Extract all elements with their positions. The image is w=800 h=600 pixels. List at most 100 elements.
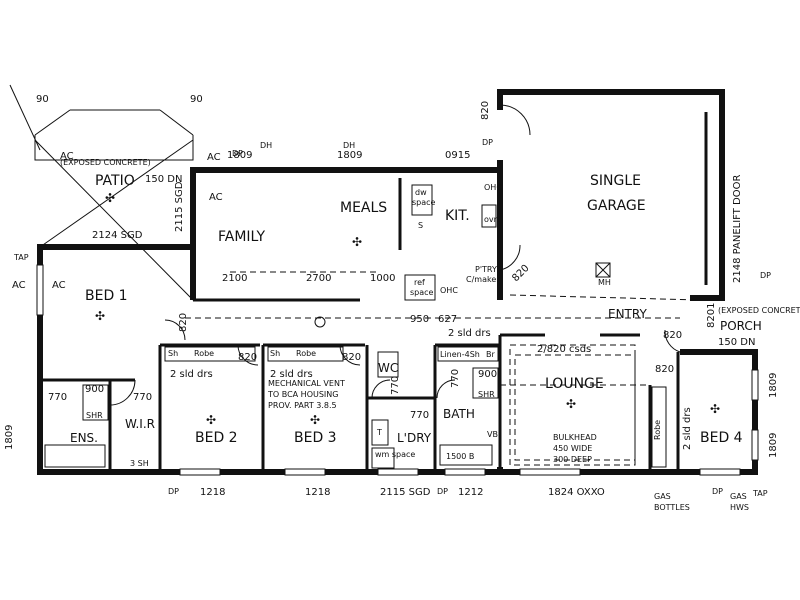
- dim-1809-a: 1809: [227, 150, 252, 161]
- fixtures: [44, 184, 667, 469]
- dim-150dn-patio: 150 DN: [145, 174, 182, 185]
- room-kitchen: KIT.: [445, 208, 470, 224]
- label-gas-bottles-1: GAS: [654, 492, 671, 501]
- dim-770-ens: 770: [48, 392, 67, 403]
- label-linen: Linen-4Sh: [440, 350, 480, 359]
- room-ens: ENS.: [70, 431, 98, 445]
- dim-2115sgd: 2115 SGD: [174, 181, 185, 232]
- dim-770-bath: 770: [450, 369, 461, 388]
- label-mech-3: PROV. PART 3.8.5: [268, 401, 337, 410]
- fan-icon: ✣: [105, 191, 115, 205]
- fan-icon: ✣: [566, 397, 576, 411]
- dim-8201: 8201: [706, 303, 717, 328]
- dim-1824: 1824 OXXO: [548, 487, 605, 498]
- label-tap-east: TAP: [752, 489, 768, 498]
- fan-icon: ✣: [710, 402, 720, 416]
- dim-dh1809-east-a: 1809: [768, 373, 779, 398]
- label-br: Br: [486, 350, 495, 359]
- label-dw-1: dw: [415, 188, 427, 197]
- dim-820-bed2: 820: [238, 352, 257, 363]
- fan-icon: ✣: [310, 413, 320, 427]
- dim-820-garage-door: 820: [510, 263, 531, 284]
- dim-820-bed1: 820: [178, 313, 189, 332]
- fan-icon: ✣: [352, 235, 362, 249]
- room-patio: PATIO: [95, 173, 135, 189]
- patio-note: (EXPOSED CONCRETE): [60, 158, 151, 167]
- dim-2124sgd: 2124 SGD: [92, 230, 143, 241]
- label-dw-2: space: [412, 198, 436, 207]
- label-shr-ens: SHR: [86, 411, 103, 420]
- dim-top-left: 90: [36, 94, 49, 105]
- dim-900-ens: 900: [85, 384, 104, 395]
- dim-150dn-porch: 150 DN: [718, 337, 755, 348]
- label-ac-outside: AC: [12, 280, 26, 291]
- fan-icon: ✣: [206, 413, 216, 427]
- label-dh-1: DH: [260, 141, 272, 150]
- label-dp-south-2: DP: [437, 487, 448, 496]
- dim-950: 950: [410, 314, 429, 325]
- label-bulkhead-1: BULKHEAD: [553, 433, 597, 442]
- bulkhead-outline: [514, 354, 636, 461]
- ceiling-fans: ✣ ✣ ✣ ✣ ✣ ✣ ✣: [95, 191, 720, 427]
- porch-note: (EXPOSED CONCRETE): [718, 306, 800, 315]
- label-ref-2: space: [410, 288, 434, 297]
- patio-slab: [9, 84, 194, 301]
- label-ac-bed1: AC: [52, 280, 66, 291]
- room-garage: GARAGE: [587, 198, 646, 214]
- dim-1218-b: 1218: [305, 487, 330, 498]
- dim-1809-b: 1809: [337, 150, 362, 161]
- dim-770-wir: 770: [133, 392, 152, 403]
- wall-south-east: [500, 349, 758, 475]
- room-lounge: LOUNGE: [545, 376, 604, 392]
- bed2-robe: [164, 346, 256, 362]
- room-family: FAMILY: [218, 229, 265, 245]
- room-entry: ENTRY: [608, 307, 647, 321]
- label-mech-2: TO BCA HOUSING: [267, 390, 338, 399]
- fan-icon: ✣: [95, 309, 105, 323]
- label-ac-patio: AC: [60, 151, 74, 162]
- dim-top-right: 90: [190, 94, 203, 105]
- bed3-robe: [267, 346, 344, 362]
- label-bulkhead-3: 300 DEEP: [553, 455, 592, 464]
- label-panelift: 2148 PANELIFT DOOR: [732, 175, 743, 283]
- room-bed1: BED 1: [85, 288, 128, 304]
- label-gas-hws-2: HWS: [730, 503, 749, 512]
- dim-820-entry: 820: [663, 330, 682, 341]
- label-3sh: 3 SH: [130, 459, 149, 468]
- room-bed4: BED 4: [700, 430, 743, 446]
- label-bulkhead-2: 450 WIDE: [553, 444, 592, 453]
- label-sld-bed3: 2 sld drs: [270, 369, 313, 380]
- smoke-detector-icon: [314, 316, 326, 328]
- wc-pan: [377, 351, 399, 378]
- room-wc: WC: [378, 361, 398, 375]
- label-ohc-garage: OHC: [484, 183, 502, 192]
- label-bath-tub: 1500 B: [446, 452, 474, 461]
- ref-space: [404, 274, 436, 301]
- dim-627: 627: [438, 314, 457, 325]
- internal-walls: [40, 178, 680, 470]
- label-robe-bed3: Robe: [296, 349, 316, 358]
- label-mh: MH: [598, 278, 611, 287]
- label-gas-bottles-2: BOTTLES: [654, 503, 690, 512]
- ceiling-lines: [185, 271, 701, 466]
- label-sld-bed2: 2 sld drs: [170, 369, 213, 380]
- label-sld-entry: 2 sld drs: [448, 328, 491, 339]
- dim-1212: 1212: [458, 487, 483, 498]
- label-dp-garage: DP: [482, 138, 493, 147]
- ens-shower: [82, 384, 109, 421]
- label-wm-space: wm space: [375, 450, 415, 459]
- dim-770-wc: 770: [390, 376, 401, 395]
- bed4-robe: [651, 386, 667, 468]
- label-mech-1: MECHANICAL VENT: [268, 379, 345, 388]
- manhole: [595, 262, 611, 278]
- dim-2100: 2100: [222, 273, 247, 284]
- wm-space: [371, 447, 395, 469]
- dim-900-bath: 900: [478, 369, 497, 380]
- room-single: SINGLE: [590, 173, 641, 189]
- label-robe-bed2: Robe: [194, 349, 214, 358]
- label-sh-bed3: Sh: [270, 349, 280, 358]
- label-sld-bed4: 2 sld drs: [682, 407, 693, 450]
- label-trough: T: [376, 428, 382, 437]
- laundry-tub: [371, 419, 389, 446]
